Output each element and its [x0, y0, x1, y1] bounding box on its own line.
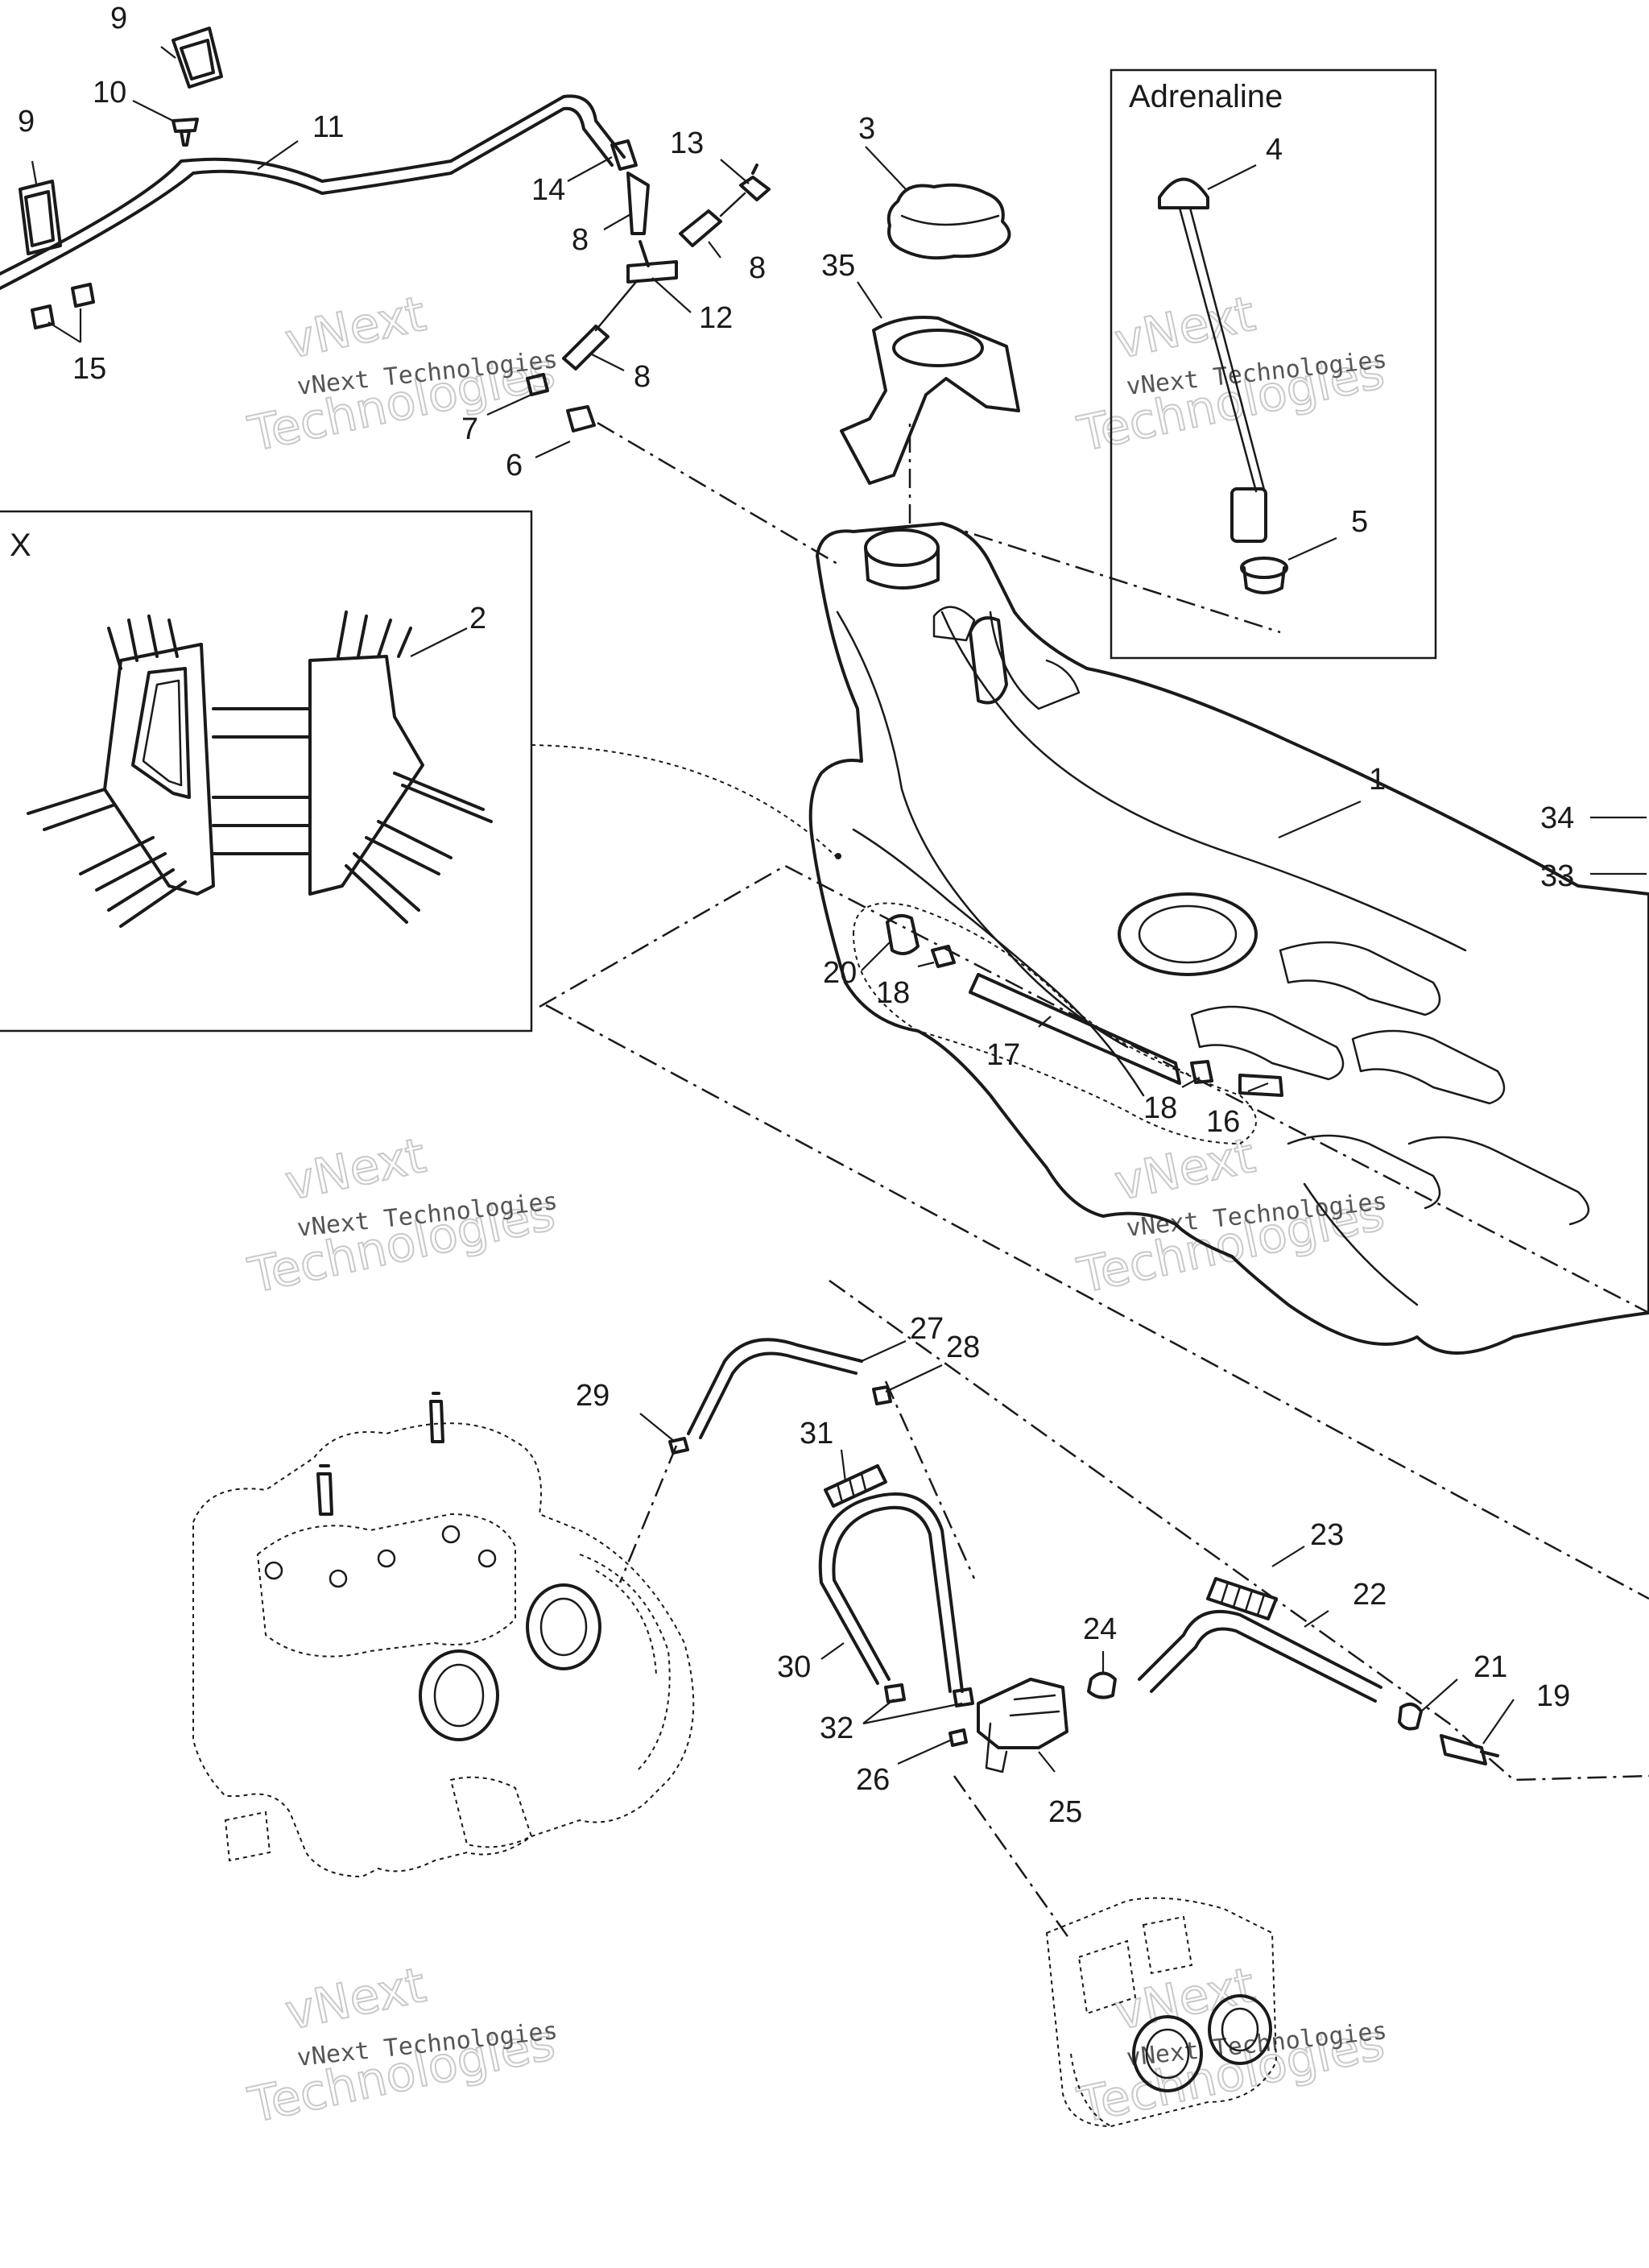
- callout-21: 21: [1473, 1650, 1507, 1684]
- svg-text:vNext: vNext: [1110, 1128, 1260, 1212]
- callout-14: 14: [531, 173, 565, 207]
- callout-12: 12: [699, 301, 733, 335]
- gauge-grommet: [1240, 557, 1288, 594]
- fuel-gauge-sender: [1158, 177, 1267, 543]
- callout-5: 5: [1351, 505, 1368, 539]
- callout-16: 16: [1206, 1105, 1240, 1139]
- watermark-top-right: vNext Technologies vNext Technologies: [1072, 285, 1391, 464]
- carburetor-assembly: [1045, 1897, 1278, 2128]
- callout-31: 31: [800, 1417, 833, 1451]
- callout-4: 4: [1266, 133, 1283, 167]
- engine-assembly: [192, 1392, 695, 1878]
- callout-11: 11: [312, 110, 344, 144]
- tube-plug-a: [31, 304, 55, 329]
- callout-32: 32: [820, 1711, 853, 1745]
- tube-clip-lower: [19, 180, 62, 255]
- detail-x-title: X: [10, 528, 31, 563]
- leader-lines: [31, 46, 1647, 1773]
- detail-x-box: X: [0, 510, 838, 1033]
- fuel-filler-cap: [886, 183, 1011, 260]
- callout-18a: 18: [876, 976, 910, 1010]
- watermark-bottom-right: vNext Technologies vNext Technologies: [1072, 1956, 1391, 2135]
- fuel-tank: [808, 522, 1649, 1355]
- callout-9a: 9: [110, 2, 127, 35]
- callout-29: 29: [576, 1379, 610, 1413]
- callout-34: 34: [1540, 801, 1574, 835]
- callout-3: 3: [858, 112, 875, 146]
- callout-10: 10: [93, 76, 126, 110]
- tube-clip-upper: [172, 27, 223, 89]
- callout-9b: 9: [18, 105, 35, 139]
- callout-8a: 8: [572, 223, 589, 257]
- assembly-lines: [539, 421, 1649, 1942]
- callout-8b: 8: [749, 251, 766, 285]
- adrenaline-box: Adrenaline: [1110, 68, 1437, 660]
- callout-8c: 8: [634, 360, 651, 394]
- filler-neck-bracket: [840, 316, 1020, 485]
- callout-24: 24: [1083, 1612, 1117, 1646]
- callout-30: 30: [777, 1650, 811, 1684]
- callout-18b: 18: [1143, 1091, 1177, 1125]
- vent-valve-detail: [27, 610, 493, 928]
- callout-labels: 1 2 3 4 5 6 7 8 8 8 9 9 10 11 12 13 14 1…: [18, 2, 1574, 1829]
- callout-35: 35: [821, 249, 855, 283]
- callout-23: 23: [1310, 1518, 1344, 1552]
- watermark-bottom-left: vNext Technologies vNext Technologies: [243, 1956, 561, 2135]
- callout-2: 2: [469, 602, 486, 635]
- callout-15: 15: [72, 352, 106, 386]
- callout-28: 28: [946, 1331, 980, 1364]
- svg-text:vNext: vNext: [281, 1128, 431, 1212]
- callout-19: 19: [1536, 1679, 1570, 1713]
- callout-26: 26: [856, 1763, 890, 1797]
- callout-13: 13: [670, 126, 704, 160]
- tube-plug-b: [71, 283, 95, 308]
- callout-33: 33: [1540, 859, 1574, 893]
- svg-text:vNext: vNext: [1110, 286, 1260, 370]
- svg-text:vNext: vNext: [281, 1957, 431, 2042]
- callout-6: 6: [506, 449, 523, 482]
- callout-22: 22: [1353, 1578, 1387, 1612]
- callout-7: 7: [461, 412, 478, 446]
- adrenaline-title: Adrenaline: [1129, 79, 1283, 114]
- callout-20: 20: [823, 956, 857, 990]
- vent-tubing-assembly: [0, 27, 771, 432]
- callout-1: 1: [1369, 763, 1386, 797]
- watermark-mid-right: vNext Technologies vNext Technologies: [1072, 1127, 1391, 1306]
- svg-text:vNext: vNext: [1110, 1957, 1260, 2042]
- watermark-top-left: vNext Technologies vNext Technologies: [243, 285, 561, 464]
- svg-text:vNext: vNext: [281, 286, 431, 370]
- callout-25: 25: [1048, 1795, 1082, 1829]
- push-rivet: [172, 118, 199, 147]
- lower-fuel-lines: [668, 1338, 1499, 1773]
- callout-17: 17: [986, 1038, 1020, 1072]
- watermark-mid-left: vNext Technologies vNext Technologies: [243, 1127, 561, 1306]
- callout-27: 27: [910, 1312, 944, 1346]
